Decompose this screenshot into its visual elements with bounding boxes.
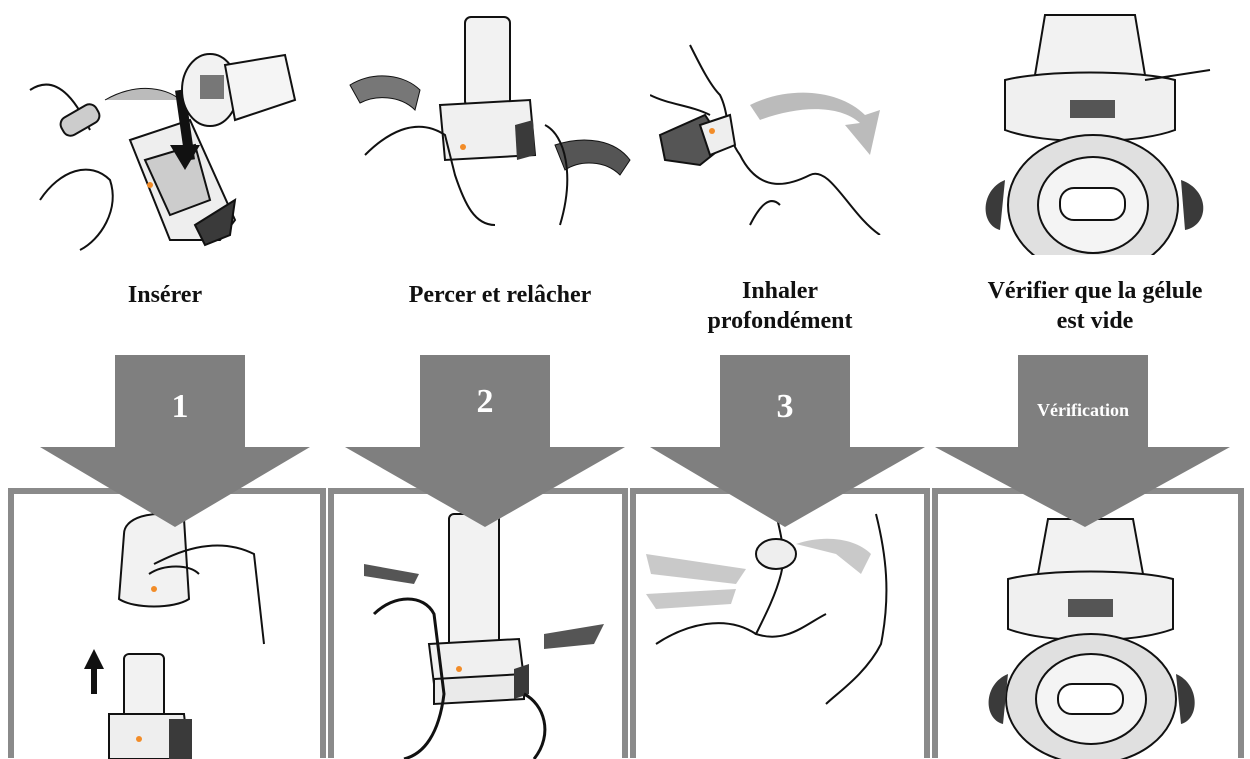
illustration-inhale [650,35,900,235]
illustration-check-empty-top [985,10,1215,255]
arrow-step-1 [20,355,320,530]
illustration-remove-cap [14,494,320,759]
illustration-check-empty-bottom [938,494,1238,759]
illustration-pierce-release [345,15,635,230]
arrow-label-step-3: 3 [720,388,850,426]
arrow-step-2 [320,355,640,530]
illustration-insert-capsule [20,50,310,260]
arrow-label-step-2: 2 [420,383,550,421]
arrow-step-check [930,355,1240,530]
arrow-step-3 [645,355,935,530]
caption-step-2: Percer et relâcher [350,280,650,310]
caption-step-3: Inhaler profondément [680,276,880,336]
caption-step-check: Vérifier que la gélule est vide [945,276,1245,336]
arrow-label-step-check: Vérification [1018,400,1148,421]
illustration-press-buttons [334,494,622,759]
arrow-label-step-1: 1 [115,388,245,426]
caption-step-1: Insérer [60,280,270,310]
illustration-exhale [636,494,924,759]
